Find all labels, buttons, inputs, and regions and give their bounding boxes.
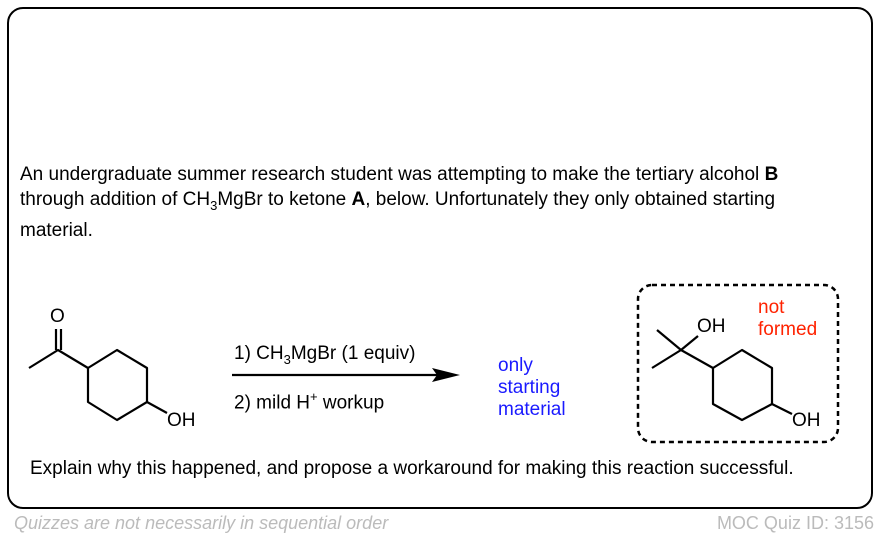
reagent-step-1: 1) CH3MgBr (1 equiv) [234,343,416,367]
instruction-text: Explain why this happened, and propose a… [30,458,794,479]
footer-note: Quizzes are not necessarily in sequentia… [14,513,389,533]
product-dashed-box [636,283,840,444]
ketone-a-structure [28,329,168,422]
alcohol-b-structure [651,329,793,422]
quiz-frame [7,7,873,509]
product-tertiary-oh: OH [697,316,726,337]
ketone-hydroxyl: OH [167,410,196,431]
product-ring-oh: OH [792,410,821,431]
question-text: An undergraduate summer research student… [20,164,779,241]
ketone-oxygen: O [50,306,65,327]
quiz-id: MOC Quiz ID: 3156 [716,513,874,533]
reagent-step-2: 2) mild H+ workup [234,389,385,414]
arrow-head [432,368,460,382]
